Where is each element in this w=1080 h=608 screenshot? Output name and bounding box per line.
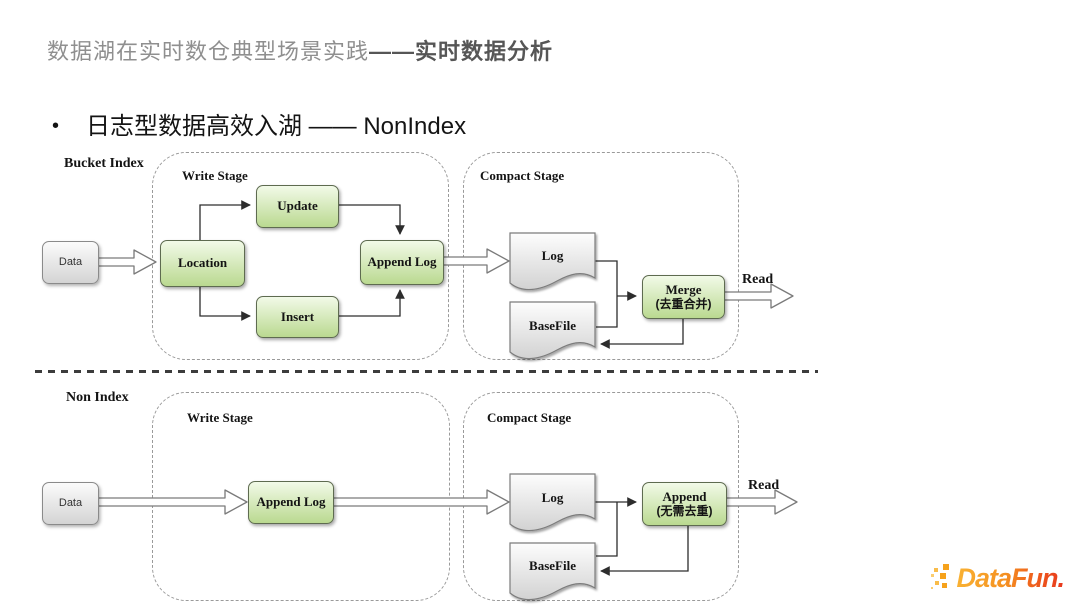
merge-node: Merge (去重合并) [642, 275, 725, 319]
basefile-label-bottom: BaseFile [529, 558, 576, 573]
document-shape-log-bottom [509, 473, 596, 532]
basefile-label-top: BaseFile [529, 318, 576, 333]
bucket-index-label: Bucket Index [64, 156, 144, 171]
append-log-node-top: Append Log [360, 240, 444, 285]
connector-log-basefile-junction-top [595, 260, 618, 328]
append-node-title: Append [662, 488, 707, 504]
nonindex-write-stage-label: Write Stage [187, 410, 253, 425]
connector-location-update [199, 200, 251, 240]
data-box-top: Data [42, 241, 99, 284]
data-box-bottom: Data [42, 482, 99, 525]
logo-text: DataFun. [956, 562, 1065, 593]
bullet-subtitle: • 日志型数据高效入湖 —— NonIndex [52, 106, 466, 141]
hollow-arrow-data-appendlog-bottom [96, 489, 248, 515]
bucket-write-stage-label: Write Stage [182, 168, 248, 183]
append-node-subtitle: (无需去重) [656, 504, 713, 519]
connector-update-appendlog [337, 204, 405, 235]
subtitle-text: 日志型数据高效入湖 —— NonIndex [86, 113, 467, 140]
document-shape-basefile-top [509, 301, 596, 360]
append-log-node-bottom: Append Log [248, 481, 334, 524]
hollow-arrow-append-read [725, 489, 798, 515]
read-label-bottom: Read [748, 478, 780, 493]
bucket-compact-stage-container [463, 152, 739, 360]
datafun-logo: DataFun. [930, 562, 1065, 594]
document-shape-basefile-bottom [509, 542, 596, 601]
nonindex-compact-stage-container [463, 392, 739, 601]
read-label-top: Read [742, 272, 774, 287]
page-title: 数据湖在实时数仓典型场景实践——实时数据分析 [47, 34, 553, 66]
section-divider [35, 370, 818, 373]
connector-basefile-junction-bottom [596, 502, 618, 557]
append-node: Append (无需去重) [642, 482, 727, 526]
hollow-arrow-merge-read [723, 283, 794, 309]
update-node: Update [256, 185, 339, 228]
logo-pixels-icon [931, 564, 950, 589]
connector-merge-basefile-return [600, 317, 684, 349]
nonindex-write-stage-container [152, 392, 450, 601]
document-shape-log-top [509, 232, 596, 291]
bullet-icon: • [52, 115, 60, 137]
nonindex-compact-stage-label: Compact Stage [487, 410, 572, 425]
page-title-gray: 数据湖在实时数仓典型场景实践 [47, 39, 370, 64]
merge-node-subtitle: (去重合并) [655, 297, 712, 312]
hollow-arrow-data-location [97, 249, 157, 275]
insert-node: Insert [256, 296, 339, 338]
bucket-compact-stage-label: Compact Stage [480, 168, 565, 183]
hollow-arrow-appendlog-log-top [441, 248, 510, 274]
connector-insert-appendlog [337, 289, 405, 317]
log-label-top: Log [541, 248, 564, 263]
non-index-label: Non Index [66, 390, 129, 405]
page-title-bold: ——实时数据分析 [369, 39, 554, 64]
bucket-write-stage-container [152, 152, 449, 360]
connector-append-basefile-return [600, 524, 689, 576]
merge-node-title: Merge [665, 281, 702, 297]
log-label-bottom: Log [541, 490, 564, 505]
location-node: Location [160, 240, 245, 287]
hollow-arrow-appendlog-log-bottom [332, 489, 510, 515]
connector-location-insert [199, 285, 251, 321]
